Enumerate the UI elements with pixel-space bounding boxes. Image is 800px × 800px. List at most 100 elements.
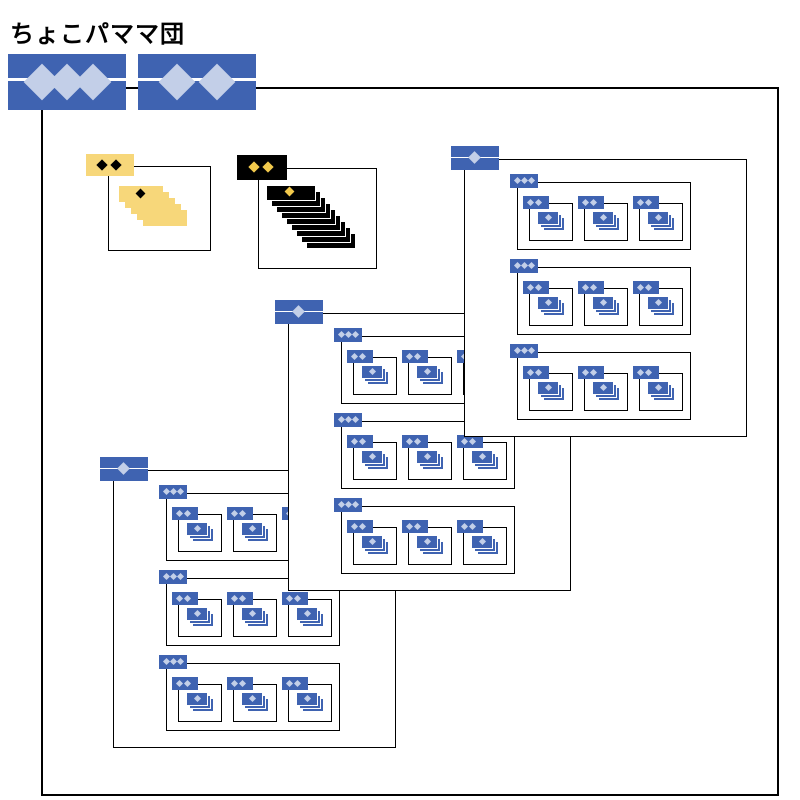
diamond-icon <box>248 161 260 173</box>
cell-header-tab <box>172 677 198 690</box>
diamond-icon <box>350 352 359 361</box>
diamond-icon <box>405 352 414 361</box>
diamond-icon <box>183 594 192 603</box>
diamond-icon <box>581 283 590 292</box>
cell-header-tab <box>402 350 428 363</box>
diamond-icon <box>262 161 274 173</box>
diamond-icon <box>358 437 367 446</box>
diamond-icon <box>460 437 469 446</box>
cell-header-tab <box>227 592 253 605</box>
diamond-icon <box>110 159 122 171</box>
diamond-icon <box>175 509 184 518</box>
diamond-icon <box>413 522 422 531</box>
row-header-tab <box>159 485 187 499</box>
diamond-icon <box>636 368 645 377</box>
cell-header-tab <box>172 507 198 520</box>
diamond-icon <box>405 437 414 446</box>
cell-header-tab <box>282 677 308 690</box>
diamond-icon <box>351 500 360 509</box>
cell-frame <box>178 684 222 722</box>
diamond-icon <box>238 679 247 688</box>
diamond-icon <box>230 509 239 518</box>
diamond-icon <box>285 679 294 688</box>
diamond-icon <box>292 305 305 318</box>
badge-bottom <box>138 81 256 110</box>
cell-header-tab <box>523 196 549 209</box>
cell-header-tab <box>578 281 604 294</box>
row-header-tab <box>334 498 362 512</box>
diamond-icon <box>589 198 598 207</box>
diamond-icon <box>358 522 367 531</box>
row-header-tab <box>510 174 538 188</box>
cell-header-tab <box>227 677 253 690</box>
diamond-icon <box>526 283 535 292</box>
row-header-tab <box>510 344 538 358</box>
cell-frame <box>233 684 277 722</box>
diamond-icon <box>176 572 185 581</box>
diamond-icon <box>176 487 185 496</box>
diamond-icon <box>527 176 536 185</box>
diamond-icon <box>413 352 422 361</box>
diamond-icon <box>589 283 598 292</box>
cell-header-tab <box>282 592 308 605</box>
row-header-tab <box>510 259 538 273</box>
cell-frame <box>408 527 452 565</box>
diamond-icon <box>238 509 247 518</box>
diamond-icon <box>644 283 653 292</box>
diamond-icon <box>405 522 414 531</box>
diamond-icon <box>183 509 192 518</box>
diamond-icon <box>527 261 536 270</box>
diamond-icon <box>230 594 239 603</box>
cell-header-tab <box>347 435 373 448</box>
diamond-icon <box>468 151 481 164</box>
diamond-icon <box>350 522 359 531</box>
diamond-icon <box>285 594 294 603</box>
diamond-icon <box>175 679 184 688</box>
cell-header-tab <box>172 592 198 605</box>
three-diamond-badge <box>8 54 126 110</box>
diamond-icon <box>534 198 543 207</box>
two-diamond-badge <box>138 54 256 110</box>
cell-header-tab <box>633 281 659 294</box>
row-header-tab <box>159 570 187 584</box>
black-group-tab <box>237 155 287 180</box>
row-header-tab <box>334 328 362 342</box>
cell-header-tab <box>578 366 604 379</box>
diamond-icon <box>238 594 247 603</box>
diamond-icon <box>581 198 590 207</box>
diamond-icon <box>636 283 645 292</box>
group-header-tab <box>451 146 499 170</box>
diamond-icon <box>581 368 590 377</box>
diamond-icon <box>175 594 184 603</box>
cell-header-tab <box>523 366 549 379</box>
yellow-group-tab <box>86 154 134 176</box>
diamond-icon <box>358 352 367 361</box>
diamond-icon <box>350 437 359 446</box>
cell-header-tab <box>402 435 428 448</box>
diamond-icon <box>636 198 645 207</box>
cell-header-tab <box>523 281 549 294</box>
page-title: ちょこパママ団 <box>10 20 185 48</box>
diamond-icon <box>460 522 469 531</box>
diamond-icon <box>534 283 543 292</box>
diamond-icon <box>183 679 192 688</box>
diamond-icon <box>468 522 477 531</box>
group-header-tab <box>100 457 148 481</box>
cell-header-tab <box>633 366 659 379</box>
diamond-icon <box>230 679 239 688</box>
diamond-icon <box>527 346 536 355</box>
cell-frame <box>233 514 277 552</box>
cell-header-tab <box>457 520 483 533</box>
diamond-icon <box>351 415 360 424</box>
row-header-tab <box>159 655 187 669</box>
cell-header-tab <box>402 520 428 533</box>
diamond-icon <box>644 198 653 207</box>
diamond-icon <box>351 330 360 339</box>
diamond-icon <box>413 437 422 446</box>
cell-header-tab <box>347 350 373 363</box>
group-header-tab <box>275 300 323 324</box>
cell-header-tab <box>578 196 604 209</box>
diamond-icon <box>526 198 535 207</box>
diamond-icon <box>117 462 130 475</box>
cell-header-tab <box>227 507 253 520</box>
